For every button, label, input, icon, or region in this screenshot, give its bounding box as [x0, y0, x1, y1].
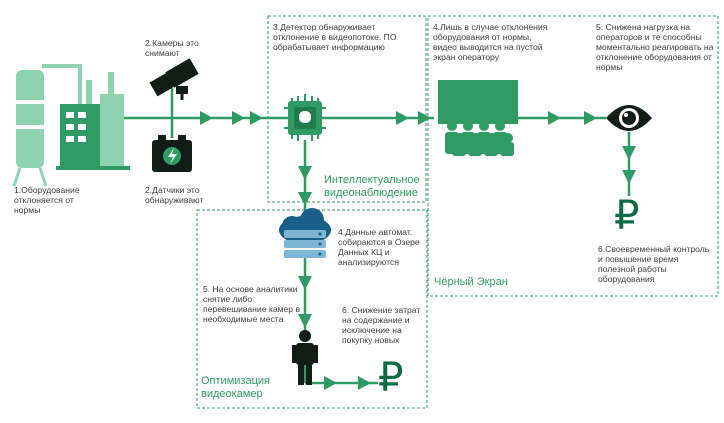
sensor-icon	[152, 135, 192, 172]
step-6-text: 6.Своевременный контроль и повышение вре…	[598, 244, 710, 284]
flow-arrowhead	[622, 170, 636, 184]
zone-optim-title: Оптимизация видеокамер	[201, 375, 270, 400]
zone-video-title: Интеллектуальное видеонаблюдение	[324, 174, 420, 199]
zone-video-frame	[267, 15, 427, 203]
step-4-text: 4.Лишь в случае отклонения оборудования …	[433, 22, 548, 62]
ai-chip-icon	[284, 94, 326, 141]
step-5-text: 5. Снижена нагрузка на операторов и те с…	[596, 22, 714, 72]
cloud-server-icon	[279, 208, 331, 258]
step-1-text: 1.Оборудование отклоняется от нормы	[14, 185, 80, 215]
operators-screen-icon	[438, 80, 518, 156]
step-2b-text: 2.Датчики это обнаруживают	[145, 185, 204, 205]
flow-arrowhead	[418, 111, 431, 125]
flow-arrowhead	[298, 166, 312, 180]
data-lake-text: 4.Данные автомат. собираются в Озере Дан…	[338, 227, 420, 267]
flow-arrowhead	[232, 111, 245, 125]
camera-icon	[149, 58, 199, 100]
analytics-text: 5. На основе аналитики снятие либо перев…	[203, 284, 301, 324]
flow-arrowhead	[358, 376, 371, 390]
worker-icon	[292, 330, 318, 385]
flow-arrowhead	[548, 111, 561, 125]
costs-text: 6. Снижение затрат на содержание и исклю…	[342, 305, 421, 345]
eye-icon	[606, 105, 652, 131]
flow-arrowhead	[622, 146, 636, 160]
flow-arrowhead	[298, 276, 312, 290]
ruble-icon: ₽	[614, 193, 640, 239]
flow-arrowhead	[396, 111, 409, 125]
zone-black-title: Чёрный Экран	[434, 276, 508, 288]
step-2a-text: 2.Камеры это снимают	[145, 38, 199, 58]
flow-arrowhead	[324, 376, 337, 390]
ruble-icon: ₽	[378, 355, 404, 401]
flow-arrowhead	[298, 314, 312, 328]
zone-black-frame	[427, 15, 719, 297]
flow-arrowhead	[298, 192, 312, 206]
flow-arrowhead	[200, 111, 213, 125]
factory-icon	[12, 64, 130, 187]
flow-arrowhead	[250, 111, 263, 125]
flow-arrowhead	[584, 111, 597, 125]
step-3-text: 3.Детектор обнаруживает отклонение в вид…	[273, 22, 397, 52]
